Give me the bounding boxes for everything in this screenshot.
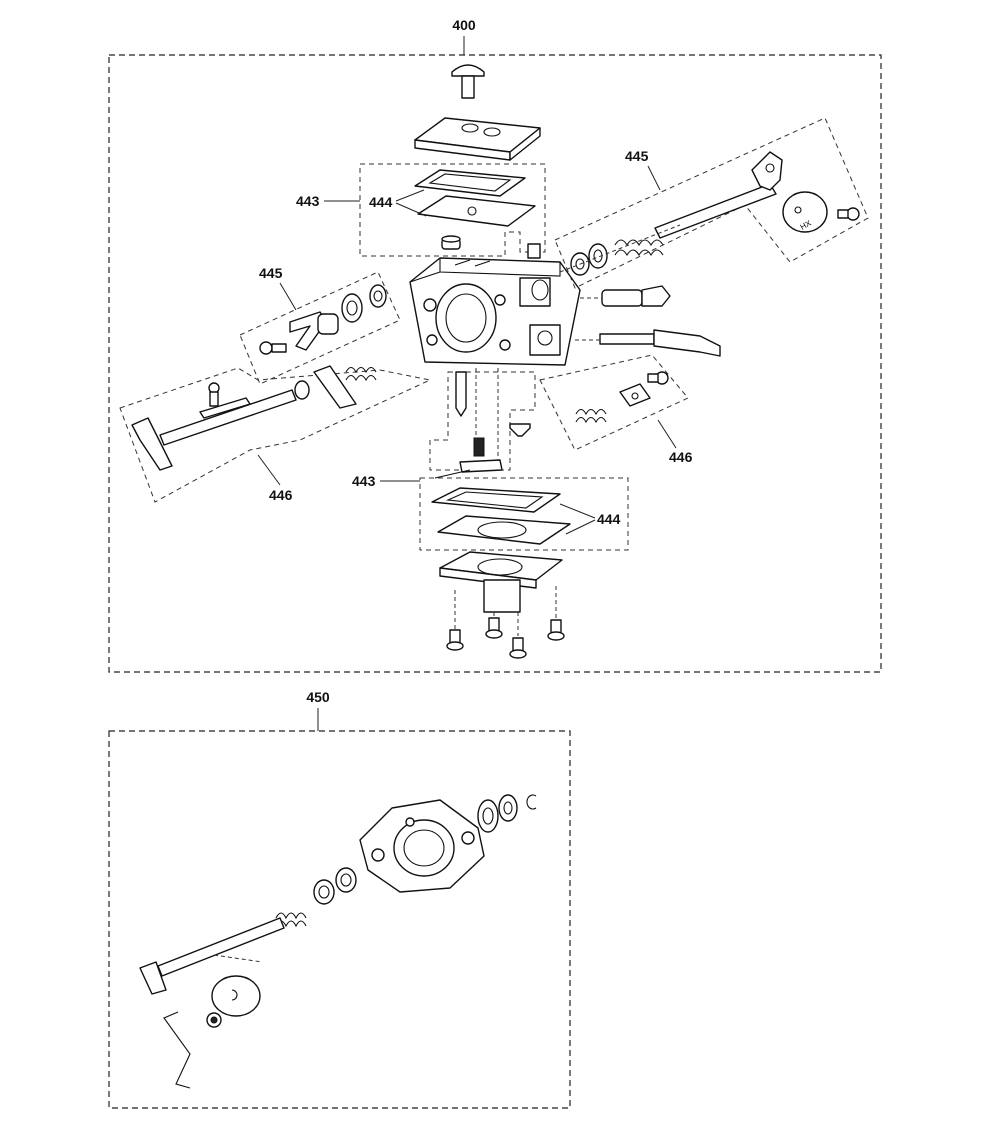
callout-443-lower[interactable]: 443 — [352, 473, 376, 489]
right-lower-lever[interactable] — [619, 383, 651, 407]
right-shaft[interactable] — [654, 151, 783, 239]
leader-445-right — [647, 165, 661, 191]
upper-diaphragm[interactable] — [417, 195, 536, 227]
right-spring[interactable] — [614, 239, 664, 257]
callout-400[interactable]: 400 — [452, 17, 476, 33]
leader-444-upper-a — [395, 189, 425, 202]
assembly-450: 450 — [108, 689, 571, 1109]
right-washer[interactable] — [588, 243, 608, 269]
callout-445-left[interactable]: 445 — [259, 265, 283, 281]
upper-gasket[interactable] — [414, 169, 526, 197]
leader-444-lower-b — [565, 519, 596, 535]
cover-screw-1[interactable] — [446, 590, 464, 651]
right-lower-spring[interactable] — [575, 408, 607, 424]
cover-plate[interactable] — [414, 117, 541, 161]
shaft-bushing-b[interactable] — [313, 879, 335, 905]
leader-446-right — [657, 419, 677, 449]
small-cap[interactable] — [441, 235, 461, 250]
shaft-throttle-plate[interactable] — [211, 975, 261, 1017]
left-throttle-plate[interactable] — [199, 382, 251, 419]
metering-lever[interactable] — [459, 459, 503, 473]
callout-444-upper[interactable]: 444 — [369, 194, 393, 210]
needle-spring[interactable] — [473, 437, 485, 457]
intake-flange[interactable] — [359, 799, 485, 893]
plate-nut[interactable] — [206, 1012, 222, 1028]
assembly-400-frame — [108, 54, 882, 673]
leader-444-lower-a — [559, 503, 596, 519]
inlet-needle[interactable] — [455, 371, 467, 417]
right-subassembly-445-frame — [554, 117, 869, 289]
assembly-450-frame — [108, 730, 571, 1109]
leader-444-upper-b — [395, 202, 427, 217]
leader-446-left — [257, 454, 281, 486]
right-subassembly-446-frame — [539, 354, 689, 451]
throttle-shaft[interactable] — [139, 917, 285, 995]
left-spring[interactable] — [345, 366, 377, 382]
left-bushing[interactable] — [317, 313, 339, 335]
callout-444-lower[interactable]: 444 — [597, 511, 621, 527]
left-washer-c[interactable] — [294, 380, 310, 400]
callout-445-right[interactable]: 445 — [625, 148, 649, 164]
callout-446-right[interactable]: 446 — [669, 449, 693, 465]
link-rod[interactable] — [163, 1011, 191, 1089]
lower-gasket[interactable] — [431, 487, 561, 513]
needle-parts-frame — [429, 371, 536, 471]
lower-diaphragm[interactable] — [437, 515, 571, 545]
right-plate-screw[interactable] — [837, 207, 860, 221]
left-subassembly-446-frame — [119, 367, 432, 503]
assembly-400: 400 443 444 — [108, 17, 882, 673]
upper-kit-443-frame — [359, 163, 546, 257]
adjustment-screw-upper[interactable] — [580, 285, 671, 307]
left-subassembly-445-frame — [239, 271, 401, 385]
lever-pin[interactable] — [434, 469, 471, 479]
right-throttle-plate[interactable]: HX — [782, 191, 828, 233]
pump-cover[interactable] — [439, 551, 563, 613]
right-lower-screw[interactable] — [647, 371, 669, 385]
carburetor-body[interactable] — [409, 243, 581, 366]
leader-445-left — [279, 282, 297, 311]
flange-washer-a[interactable] — [477, 799, 499, 833]
left-washer-b[interactable] — [369, 284, 387, 308]
e-clip[interactable] — [526, 794, 537, 810]
callout-450[interactable]: 450 — [306, 689, 330, 705]
cover-screw-2[interactable] — [485, 612, 503, 639]
callout-446-left[interactable]: 446 — [269, 487, 293, 503]
cover-screw-3[interactable] — [509, 612, 527, 659]
callout-443-upper[interactable]: 443 — [296, 193, 320, 209]
lower-kit-443-frame — [419, 477, 629, 551]
right-axis-line — [559, 224, 681, 273]
left-washer-a[interactable] — [341, 293, 363, 323]
left-small-screw[interactable] — [259, 341, 287, 355]
top-screw[interactable] — [451, 64, 485, 99]
left-lever-plate[interactable] — [313, 365, 357, 409]
shaft-bushing-a[interactable] — [335, 867, 357, 893]
cover-screw-4[interactable] — [547, 586, 565, 641]
adjustment-screw-lower[interactable] — [575, 329, 721, 357]
flange-washer-b[interactable] — [498, 794, 518, 822]
lever-screw[interactable] — [509, 423, 531, 437]
